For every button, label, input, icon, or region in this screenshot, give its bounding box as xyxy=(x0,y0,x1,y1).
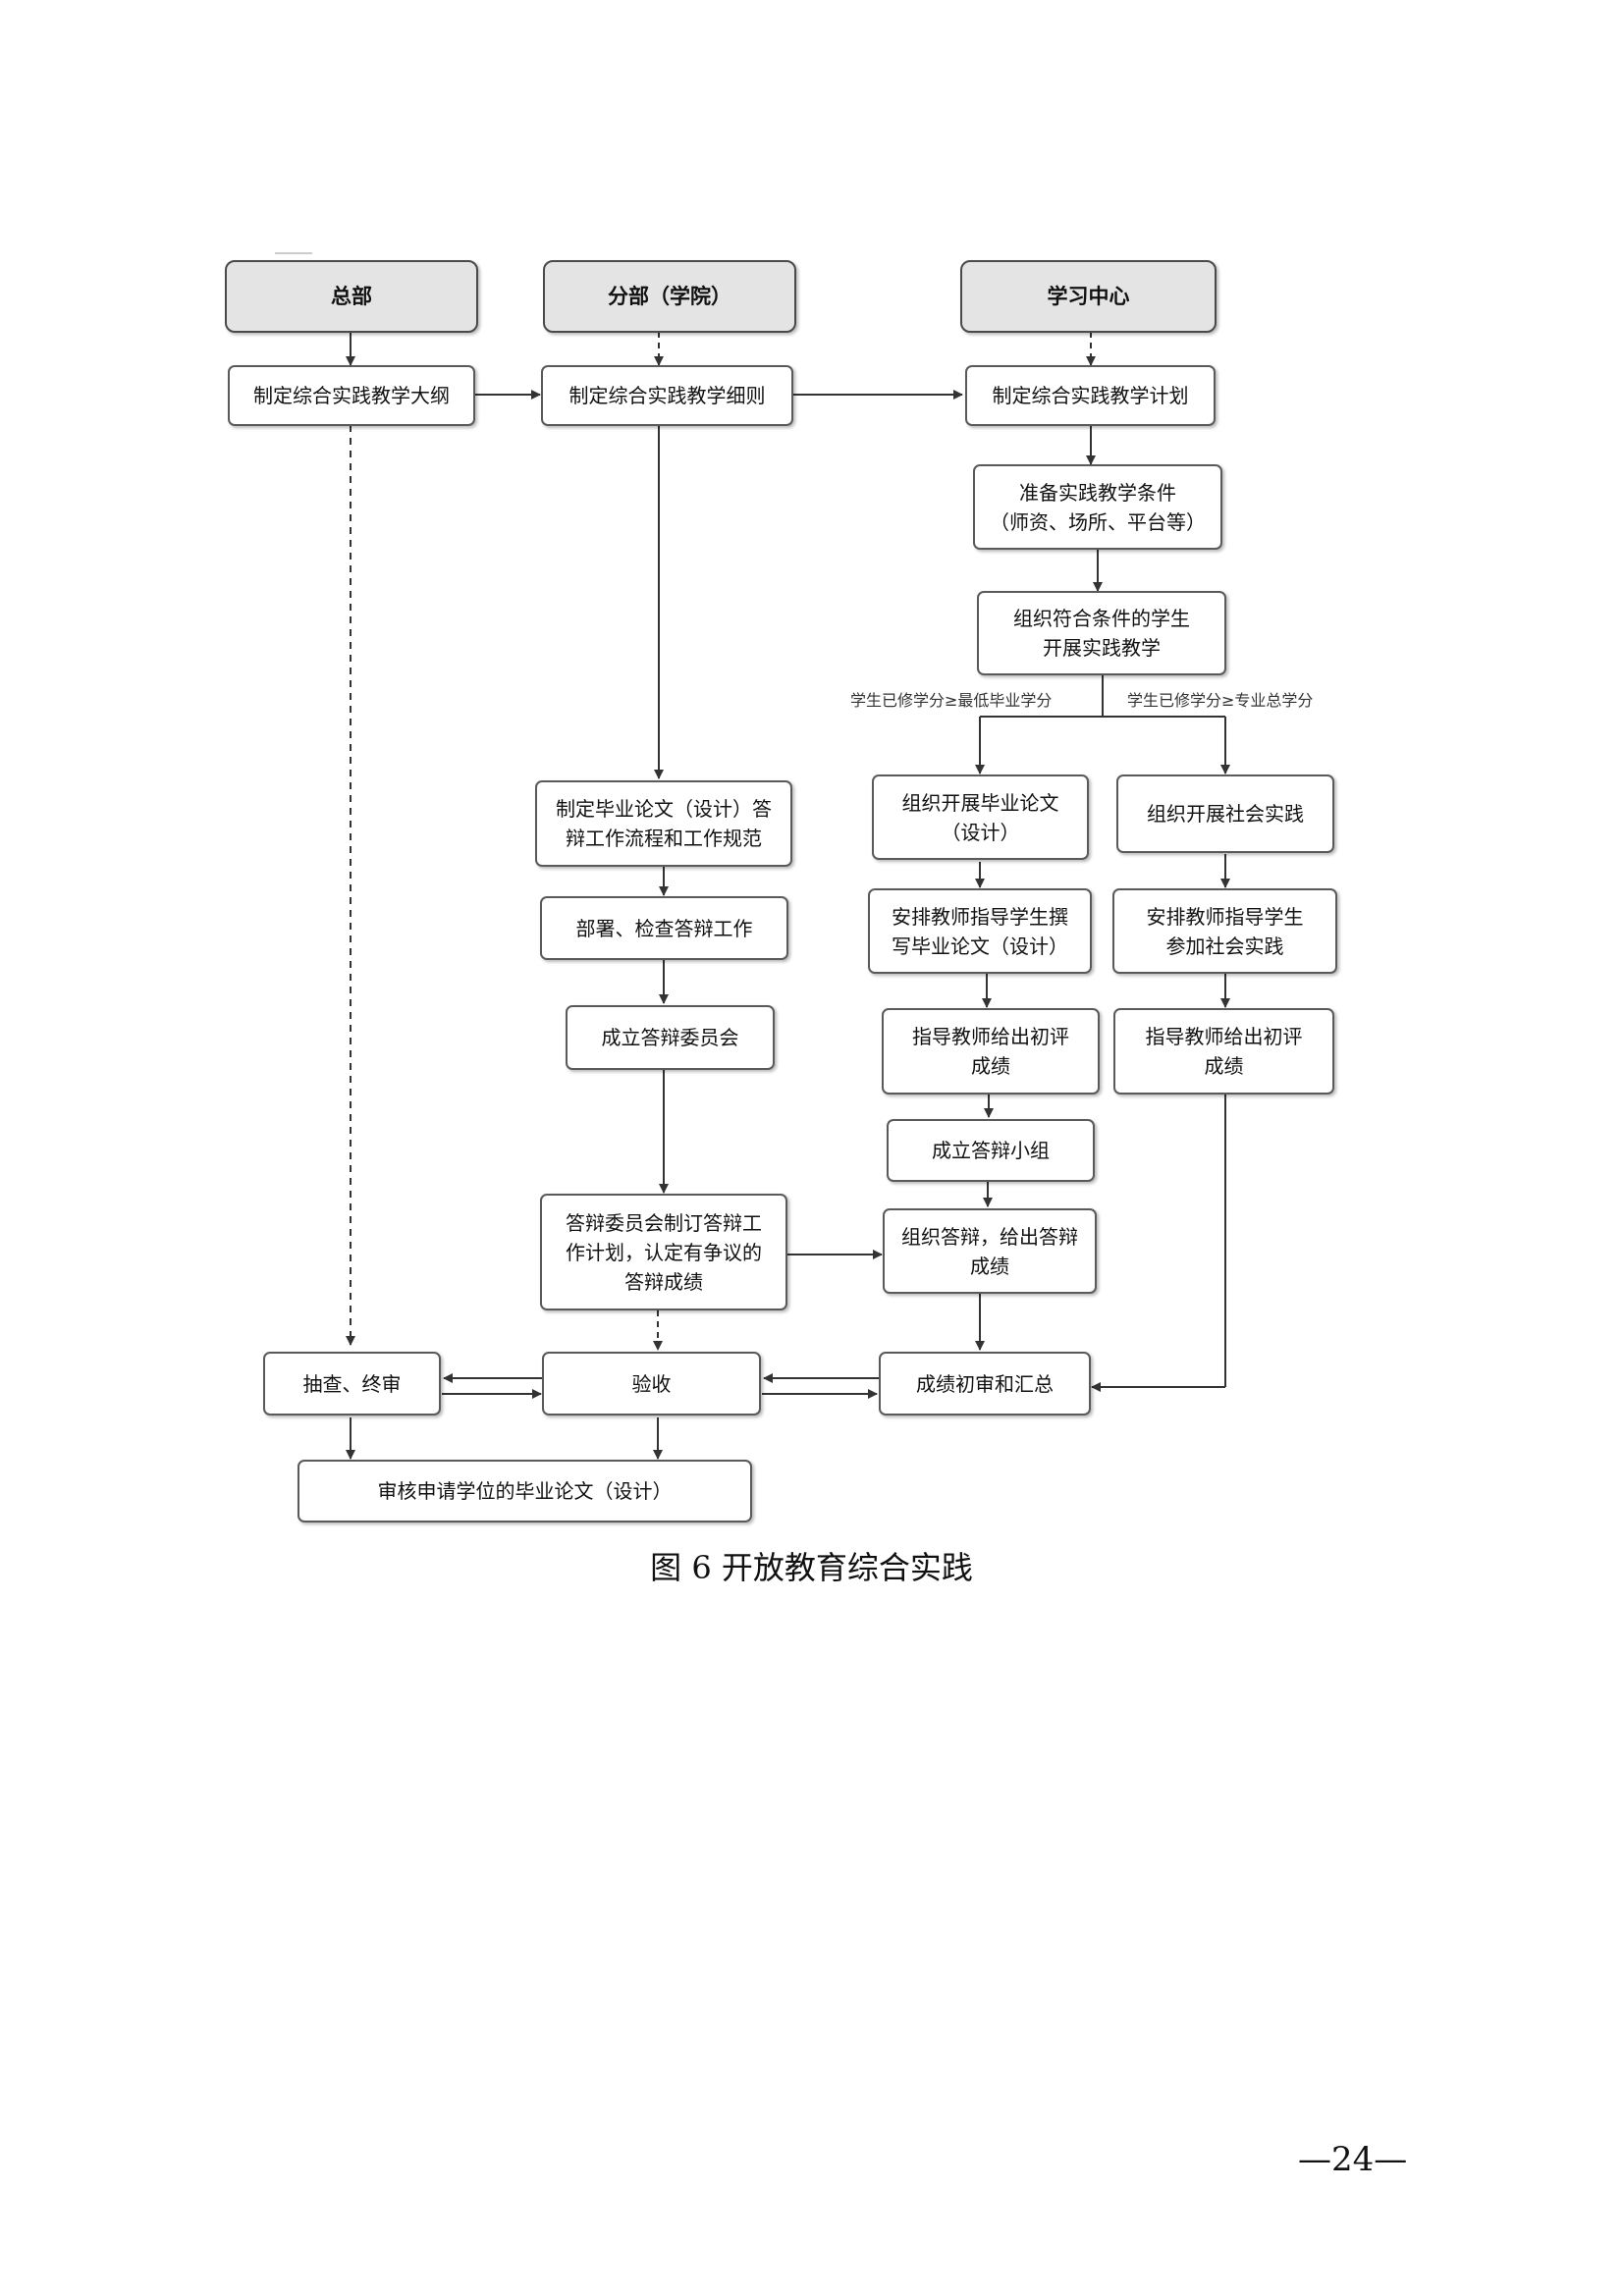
header-hq: 总部 xyxy=(225,260,478,333)
node-committee: 成立答辩委员会 xyxy=(566,1005,775,1070)
node-defense-group: 成立答辩小组 xyxy=(887,1119,1095,1182)
node-degree-review: 审核申请学位的毕业论文（设计） xyxy=(298,1460,752,1522)
node-thesis-initial-grade: 指导教师给出初评 成绩 xyxy=(882,1008,1100,1095)
node-organize-defense: 组织答辩，给出答辩 成绩 xyxy=(883,1208,1097,1294)
node-thesis-organize: 组织开展毕业论文 （设计） xyxy=(872,774,1089,860)
node-grade-summary: 成绩初审和汇总 xyxy=(879,1352,1091,1415)
node-branch-rules: 制定综合实践教学细则 xyxy=(541,365,793,426)
node-social-organize: 组织开展社会实践 xyxy=(1116,774,1334,853)
node-social-initial-grade: 指导教师给出初评 成绩 xyxy=(1113,1008,1334,1095)
page-number: —24— xyxy=(1298,2140,1408,2179)
condition-total-credits: 学生已修学分≥专业总学分 xyxy=(1127,691,1314,710)
node-organize-students: 组织符合条件的学生 开展实践教学 xyxy=(977,591,1226,675)
node-center-plan: 制定综合实践教学计划 xyxy=(965,365,1216,426)
node-thesis-guide: 安排教师指导学生撰 写毕业论文（设计） xyxy=(868,888,1092,974)
node-prepare-conditions: 准备实践教学条件 （师资、场所、平台等） xyxy=(973,464,1222,550)
header-branch: 分部（学院） xyxy=(543,260,796,333)
node-committee-plan: 答辩委员会制订答辩工 作计划，认定有争议的 答辩成绩 xyxy=(540,1194,787,1310)
condition-min-credits: 学生已修学分≥最低毕业学分 xyxy=(850,691,1053,710)
node-deploy-check: 部署、检查答辩工作 xyxy=(540,896,788,960)
node-acceptance: 验收 xyxy=(542,1352,761,1415)
header-learning-center: 学习中心 xyxy=(960,260,1217,333)
node-hq-outline: 制定综合实践教学大纲 xyxy=(228,365,475,426)
node-spot-check: 抽查、终审 xyxy=(263,1352,441,1415)
figure-caption: 图 6 开放教育综合实践 xyxy=(650,1549,973,1586)
node-social-guide: 安排教师指导学生 参加社会实践 xyxy=(1112,888,1337,974)
node-defense-process: 制定毕业论文（设计）答 辩工作流程和工作规范 xyxy=(535,780,792,867)
